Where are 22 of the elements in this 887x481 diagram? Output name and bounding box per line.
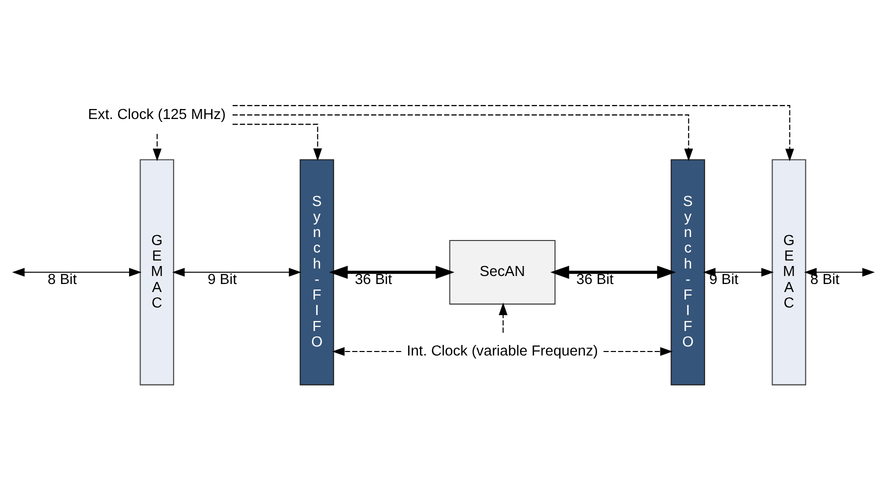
node-box: G E M A C <box>140 159 174 386</box>
arrow <box>550 266 676 279</box>
node-box: S y n c h - F I F O <box>670 159 706 386</box>
node-text: Int. Clock (variable Frequenz) <box>406 343 598 360</box>
node-box: SecAN <box>449 240 556 305</box>
arrow <box>152 134 162 162</box>
node-box: S y n c h - F I F O <box>300 159 334 386</box>
arrow <box>332 347 402 356</box>
arrow <box>498 302 508 333</box>
arrow <box>604 347 673 356</box>
edge-label: 8 Bit <box>48 272 77 288</box>
node-box: G E M A C <box>772 159 806 386</box>
arrow <box>232 114 693 162</box>
edge-label: 36 Bit <box>576 272 614 288</box>
arrow <box>172 268 302 277</box>
arrow <box>232 105 794 162</box>
node-text: Ext. Clock (125 MHz) <box>88 106 226 123</box>
edge-label: 36 Bit <box>354 272 392 288</box>
arrow <box>12 268 142 277</box>
arrow <box>328 266 454 279</box>
edge-label: 9 Bit <box>208 272 237 288</box>
arrow <box>232 124 322 161</box>
